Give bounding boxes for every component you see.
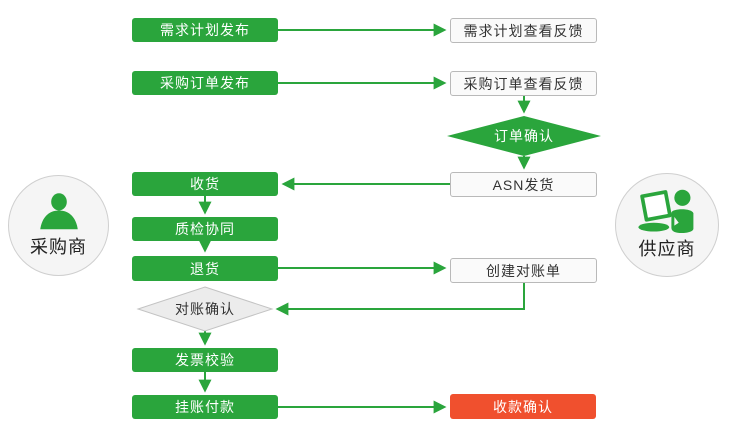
node-recon-confirm-label: 对账确认: [175, 301, 235, 317]
connector-statement-to-recon: [275, 283, 525, 316]
actor-buyer: 采购商: [8, 175, 109, 276]
node-asn-ship: ASN发货: [450, 172, 597, 197]
node-invoice-check: 发票校验: [132, 348, 278, 372]
node-quality-collab: 质检协同: [132, 217, 278, 241]
node-po-publish: 采购订单发布: [132, 71, 278, 95]
node-receiving: 收货: [132, 172, 278, 196]
node-return-goods: 退货: [132, 256, 278, 281]
node-po-feedback: 采购订单查看反馈: [450, 71, 597, 96]
node-demand-plan-publish: 需求计划发布: [132, 18, 278, 42]
actor-supplier-label: 供应商: [638, 239, 696, 259]
actor-supplier: 供应商: [615, 173, 719, 277]
node-payment-confirm: 收款确认: [450, 394, 596, 419]
diamond-recon-confirm: [136, 286, 274, 332]
diamond-order-confirm: [447, 116, 601, 156]
person-laptop-icon: [638, 189, 694, 233]
actor-buyer-label: 采购商: [30, 236, 87, 257]
person-icon: [39, 192, 78, 229]
node-create-statement: 创建对账单: [450, 258, 597, 283]
node-book-payment: 挂账付款: [132, 395, 278, 419]
node-demand-plan-feedback: 需求计划查看反馈: [450, 18, 597, 43]
node-order-confirm-label: 订单确认: [494, 128, 554, 144]
